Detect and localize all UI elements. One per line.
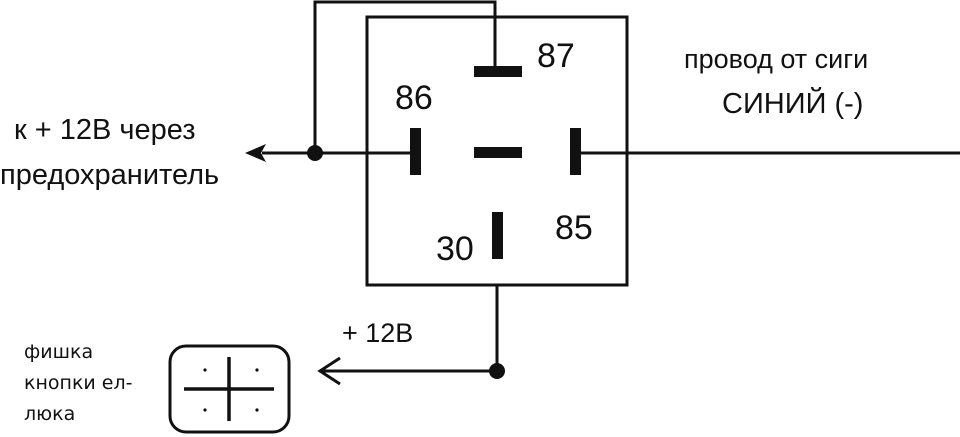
fuse-label-line1: к + 12В через [14, 114, 196, 146]
pin-label-86: 86 [395, 79, 433, 117]
contact-30 [492, 212, 503, 259]
arrow-open-left-icon [317, 356, 341, 386]
pin-label-30: 30 [436, 230, 474, 268]
arrow-left-icon [245, 144, 266, 162]
junction-dot-icon [307, 145, 323, 161]
signal-label-line1: провод от сиги [684, 44, 868, 74]
contact-87 [474, 66, 522, 77]
connector-label-line1: фишка [24, 341, 93, 363]
connector-label-line2: кнопки ел- [24, 372, 133, 394]
connector-plug-icon [168, 344, 291, 434]
pin-label-85: 85 [555, 209, 593, 247]
contact-85 [570, 128, 581, 175]
contact-center [474, 147, 522, 158]
contact-86 [410, 128, 421, 175]
fuse-label-line2: предохранитель [0, 159, 219, 191]
signal-label-line2: СИНИЙ (-) [722, 86, 863, 120]
pin-label-87: 87 [537, 37, 575, 75]
plus12-label: + 12В [342, 318, 413, 348]
junction-dot-icon [489, 363, 505, 379]
wire-87-loop [313, 0, 497, 153]
connector-label-line3: люка [24, 403, 75, 425]
